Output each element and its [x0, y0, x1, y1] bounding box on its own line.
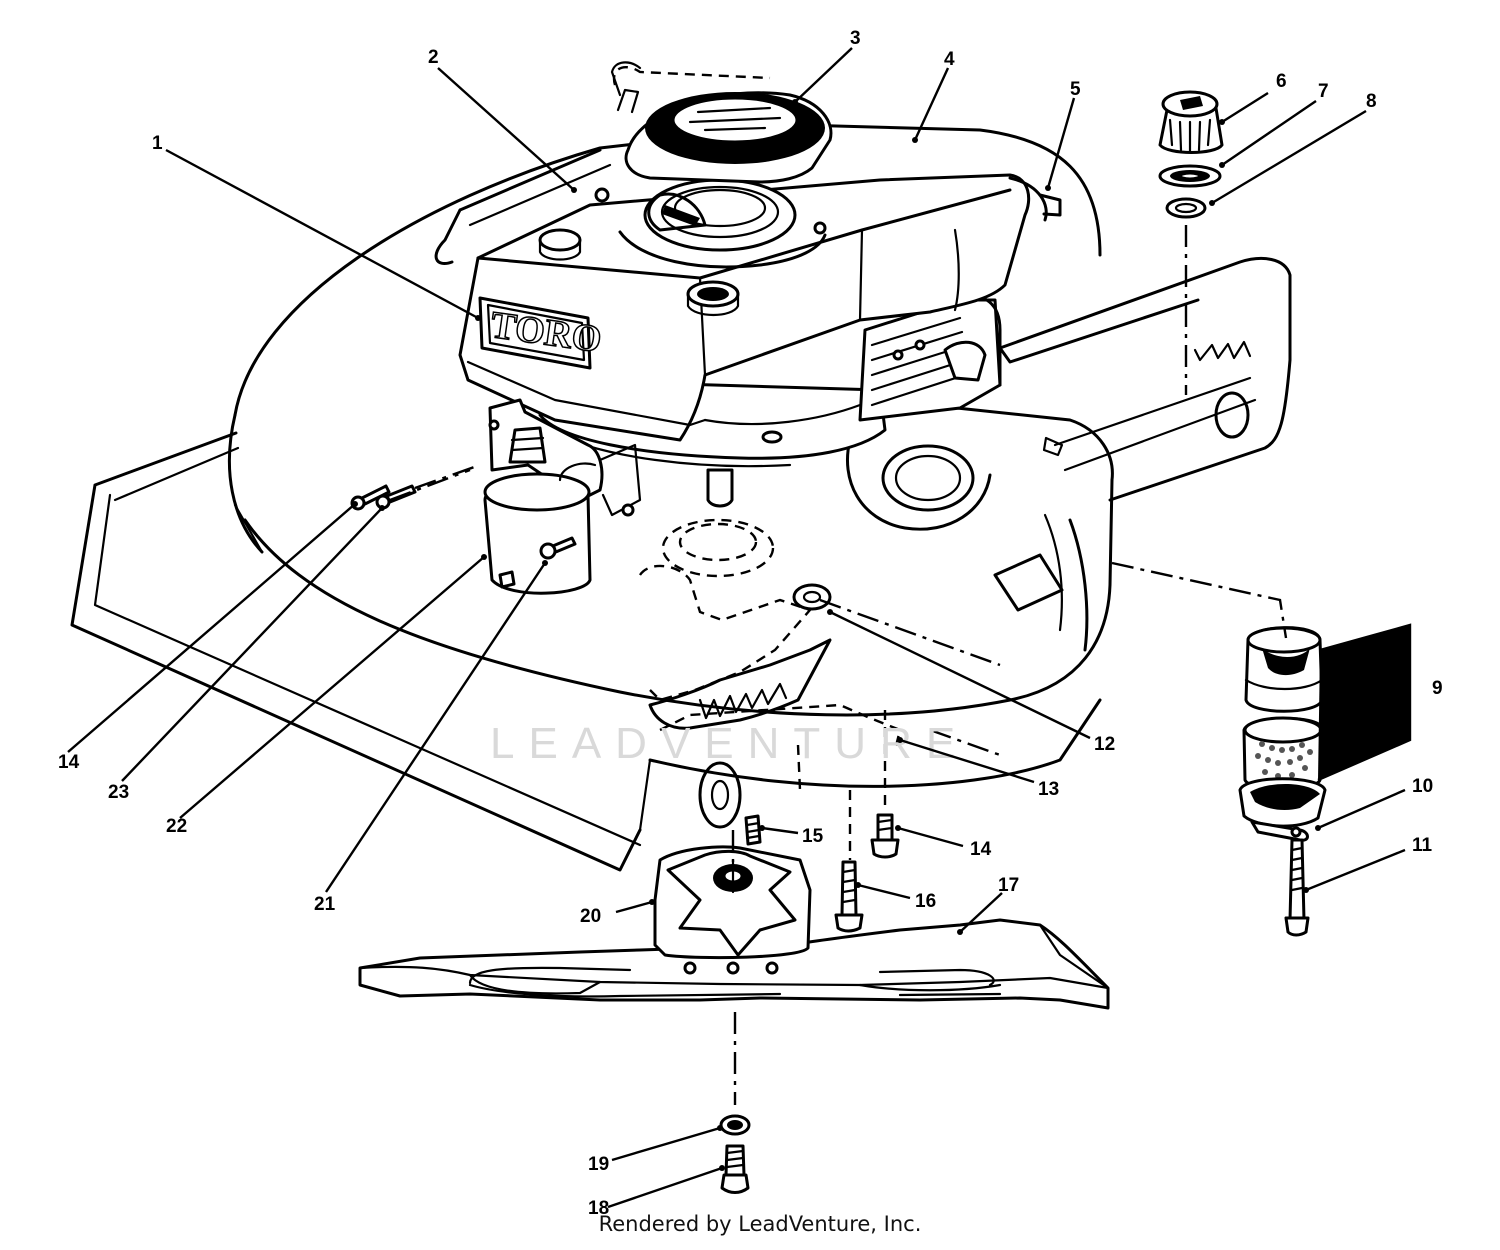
callout-7: 7: [1318, 81, 1329, 102]
callout-21: 21: [314, 894, 336, 915]
callout-16: 16: [915, 891, 936, 912]
callout-15: 15: [802, 826, 824, 847]
callout-9: 9: [1432, 678, 1443, 699]
assembly-lines: [819, 598, 1001, 757]
render-credit: Rendered by LeadVenture, Inc.: [0, 1212, 1500, 1236]
handle-bracket: [998, 256, 1292, 502]
callout-2: 2: [428, 47, 439, 68]
starter-bolts: [350, 463, 577, 560]
engine-cover-edge: [1008, 176, 1062, 222]
callout-11: 11: [1412, 835, 1433, 856]
mower-deck: [70, 123, 1114, 872]
blade-adapter-hidden: [639, 518, 902, 791]
mounting-screws: [744, 710, 900, 933]
callout-14-right: 14: [970, 839, 992, 860]
callout-6: 6: [1276, 71, 1287, 92]
callout-1: 1: [152, 133, 163, 154]
callout-18: 18: [588, 1198, 609, 1219]
callout-14-left: 14: [58, 752, 80, 773]
toro-badge: TORO: [478, 296, 605, 370]
callout-20: 20: [580, 906, 601, 927]
callout-23: 23: [108, 782, 129, 803]
blade-bolt: [719, 1012, 751, 1194]
callout-4: 4: [944, 49, 955, 70]
callout-12: 12: [1094, 734, 1115, 755]
render-credit-text: Rendered by LeadVenture, Inc.: [598, 1212, 922, 1236]
muffler-parts: [1111, 561, 1412, 937]
leader-lines: [67, 47, 1406, 1209]
air-cleaner-parts: [1158, 90, 1224, 395]
callout-19: 19: [588, 1154, 609, 1175]
recoil-starter: [610, 61, 833, 232]
callout-labels: 1 2 3 4 5 6 7 8 9 10 11 12 13 14 14 15 1…: [58, 28, 1443, 1219]
callout-3: 3: [850, 28, 861, 49]
callout-13: 13: [1038, 779, 1059, 800]
callout-8: 8: [1366, 91, 1377, 112]
callout-5: 5: [1070, 79, 1081, 100]
starter-motor: [483, 398, 642, 595]
callout-22: 22: [166, 816, 187, 837]
callout-17: 17: [998, 875, 1019, 896]
callout-10: 10: [1412, 776, 1433, 797]
engine: TORO: [458, 173, 1031, 508]
blade-adapter: [653, 830, 812, 975]
watermark: LEADVENTURE: [490, 719, 969, 768]
